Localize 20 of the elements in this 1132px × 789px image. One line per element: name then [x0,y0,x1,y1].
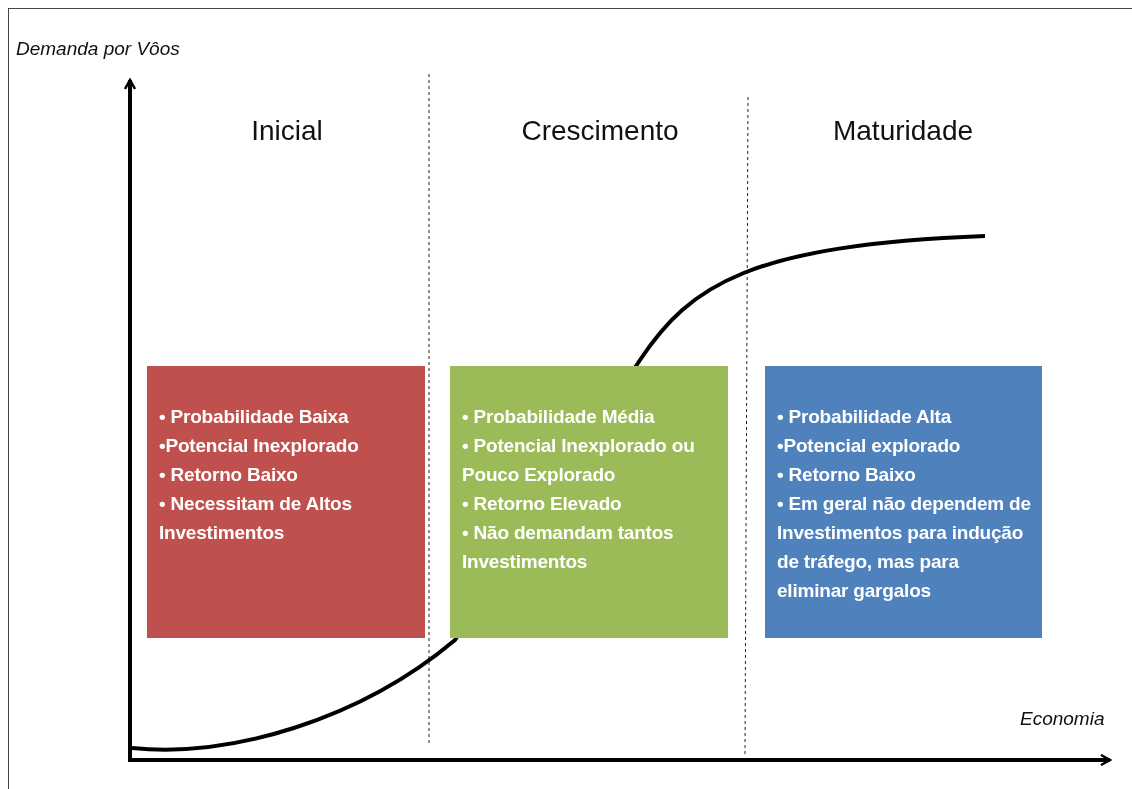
bullet-text: • Probabilidade Baixa [159,405,350,429]
phase-box [765,366,1042,638]
phase-box [147,366,425,638]
bullet-text: • Potencial Inexplorado ou Pouco Explorado [462,434,696,487]
bullet-text: • Probabilidade Média [462,405,656,429]
bullet-text: • Não demandam tantos Investimentos [462,521,675,574]
bullet-text: • Probabilidade Alta [777,405,953,429]
bullet-text: • Em geral não dependem de Investimentos para indução de tráfego, mas para eliminar gargalos [777,492,1032,603]
phase-box [450,366,728,638]
bullet-text: • Retorno Baixo [777,463,917,487]
axis-title: Demanda por Vôos [16,38,180,60]
axis-title: Economia [1020,708,1105,730]
phase-heading: Inicial [250,115,324,147]
phase-heading: Crescimento [520,115,680,147]
bullet-text: • Retorno Baixo [159,463,299,487]
bullet-text: •Potencial explorado [777,434,962,458]
bullet-text: • Retorno Elevado [462,492,623,516]
bullet-text: • Necessitam de Altos Investimentos [159,492,353,545]
bullet-text: •Potencial Inexplorado [159,434,360,458]
phase-heading: Maturidade [831,115,975,147]
